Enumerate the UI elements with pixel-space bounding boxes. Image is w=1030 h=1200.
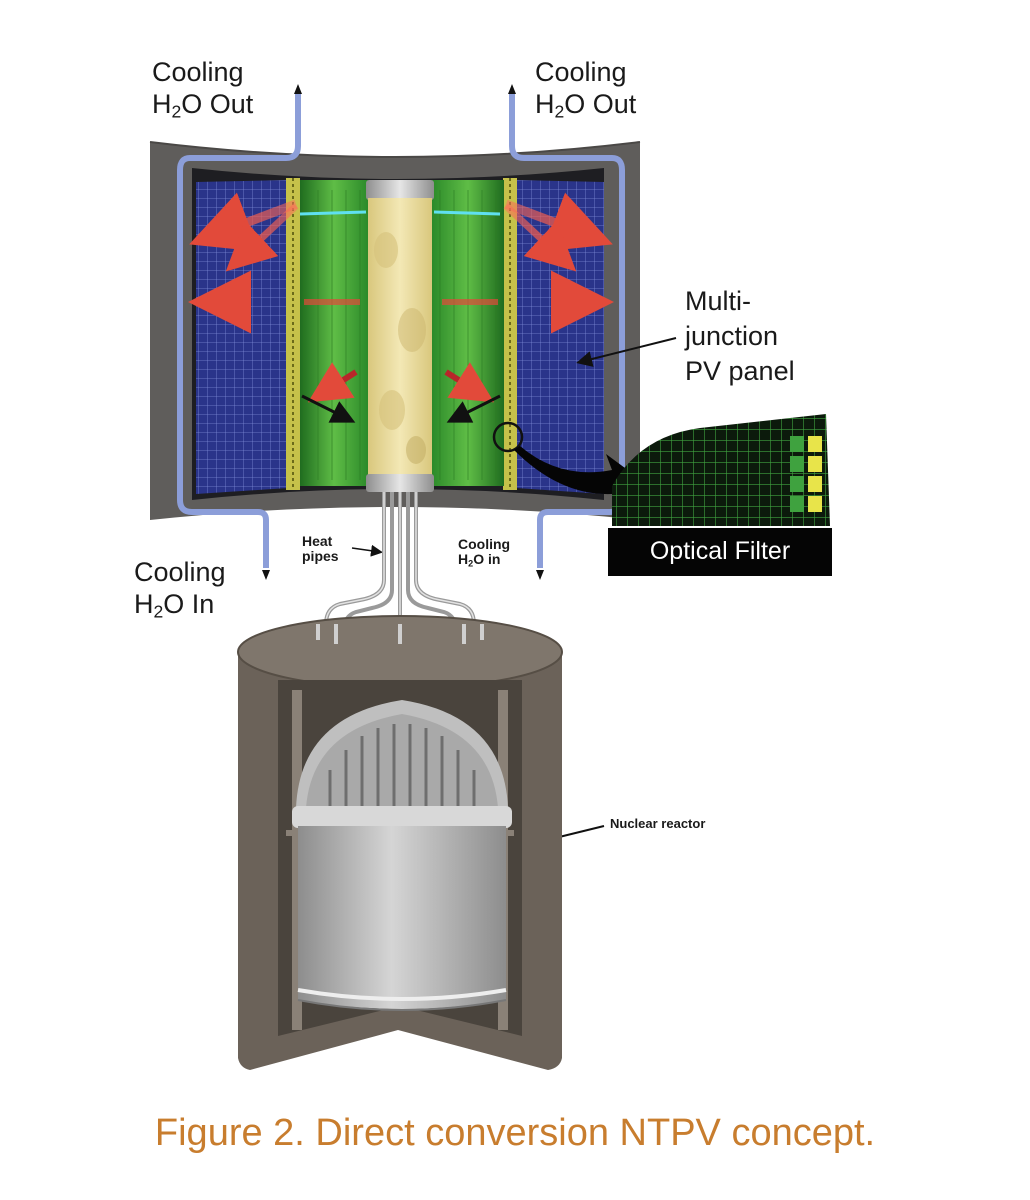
pv-panel-leader [576, 337, 677, 367]
label-optical-filter: Optical Filter [649, 537, 791, 565]
filter-cells [790, 436, 822, 512]
label-pv-panel: Multi- junction PV panel [685, 284, 795, 389]
label-heat-pipes: Heat pipes [302, 533, 339, 565]
label-cooling-out-left-line1: Cooling [152, 57, 244, 87]
flow-arrows [262, 84, 544, 580]
label-cooling-out-left-line2: H2O Out [152, 89, 254, 122]
radiation-arrows [188, 192, 614, 423]
label-cooling-in-left: Cooling H2O In [134, 556, 226, 623]
label-cooling-in-left-line2: H2O In [134, 589, 215, 622]
filter-strip-right [503, 178, 517, 490]
control-rods [328, 724, 476, 810]
optical-filter-zoom [492, 414, 832, 576]
reactor-vessel [292, 700, 512, 1011]
cyan-streak-left [299, 210, 367, 216]
heat-pipes-leader [351, 544, 383, 557]
coolant-pipes [177, 94, 625, 568]
label-pv-panel-line3: PV panel [685, 356, 795, 387]
label-cooling-out-right-line2: H2O Out [535, 89, 637, 122]
label-cooling-in-small-line2: H2O in [458, 551, 501, 569]
cyan-streak-right [433, 210, 501, 216]
label-cooling-out-left: Cooling H2O Out [152, 56, 253, 123]
fuel-rod [366, 180, 434, 492]
label-heat-pipes-line2: pipes [302, 548, 339, 565]
label-cooling-out-right: Cooling H2O Out [535, 56, 636, 123]
optical-filter-caption-bg [608, 528, 832, 576]
label-cooling-out-right-line1: Cooling [535, 57, 627, 87]
label-cooling-in-left-line1: Cooling [134, 557, 226, 587]
label-heat-pipes-line1: Heat [302, 533, 333, 549]
pipe-stubs [316, 624, 484, 644]
emitter-left [300, 180, 368, 486]
filter-strip-left [286, 178, 300, 490]
label-cooling-in-small-line1: Cooling [458, 536, 511, 552]
label-pv-panel-line2: junction [685, 321, 779, 352]
label-nuclear-reactor: Nuclear reactor [610, 816, 706, 831]
label-pv-panel-line1: Multi- [685, 286, 751, 316]
figure-caption: Figure 2. Direct conversion NTPV concept… [154, 1112, 876, 1154]
label-cooling-in-small: Cooling H2O in [458, 536, 511, 569]
emitter-right [432, 180, 504, 486]
